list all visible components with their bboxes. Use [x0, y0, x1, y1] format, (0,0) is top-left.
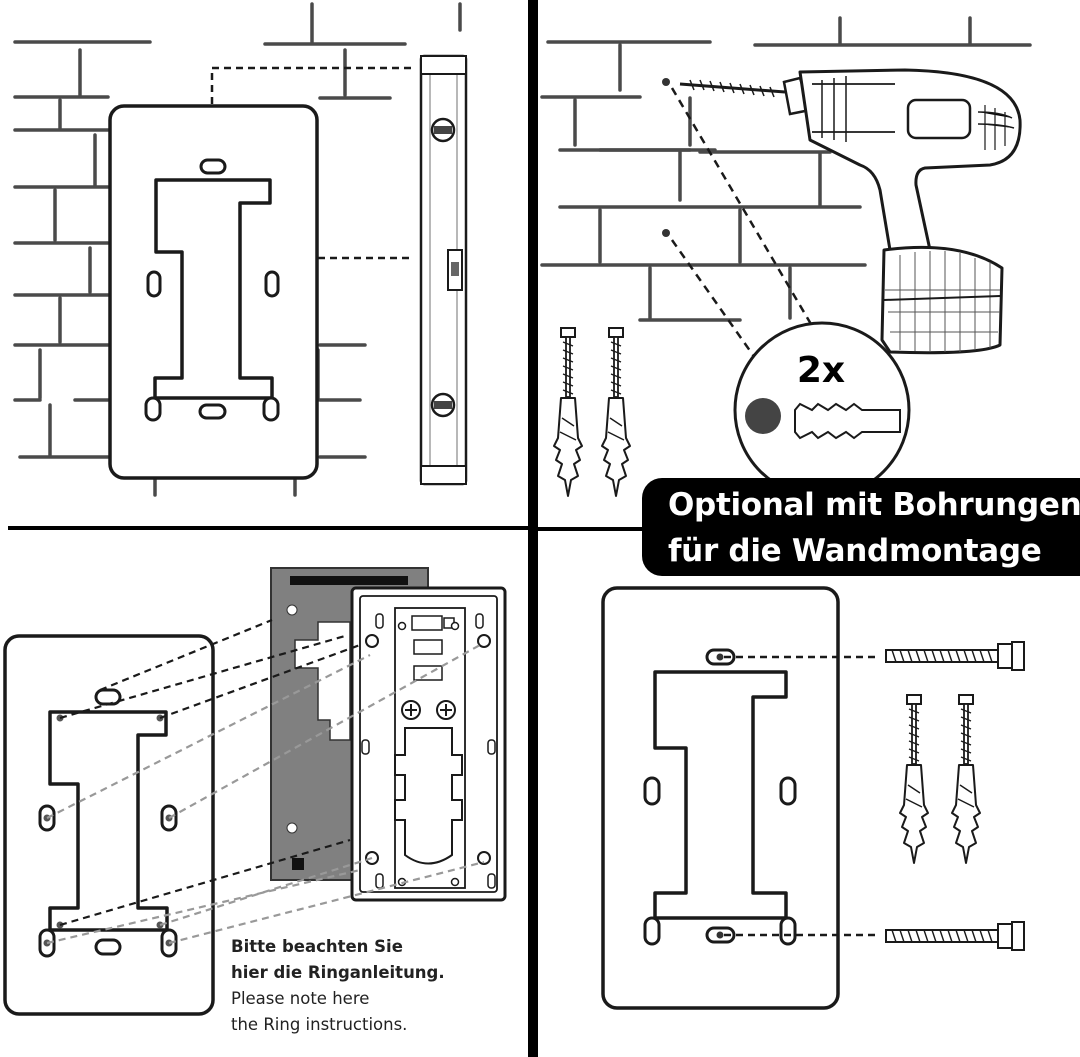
note-de-line-2: hier die Ringanleitung. [231, 963, 445, 982]
panel-bottom-left-ring [3, 567, 507, 1016]
banner-line-2: für die Wandmontage [668, 533, 1042, 569]
panel-bottom-right-screws [601, 586, 1025, 1010]
alignment-lines-ring [46, 618, 485, 945]
drill-hole-bottom [662, 229, 670, 237]
note-en-line-1: Please note here [231, 989, 370, 1008]
wall-mount-banner: Optional mit Bohrungen für die Wandmonta… [642, 478, 1080, 576]
long-screw-top-icon [885, 641, 1025, 671]
mounting-bracket [144, 158, 280, 422]
panel-top-left-leveling [13, 2, 468, 497]
wall-plug-icon [794, 402, 901, 440]
spirit-level-icon [419, 54, 468, 486]
hole-diameter-icon [745, 398, 781, 434]
mounting-bracket-right [643, 648, 797, 946]
alignment-line-top [210, 66, 412, 104]
banner-line-1: Optional mit Bohrungen [668, 487, 1080, 523]
ring-doorbell-backplate [350, 586, 507, 902]
long-screw-bottom-icon [885, 921, 1025, 951]
panel-top-right-drilling [540, 16, 1032, 499]
screw-dowel-pair-bottom [899, 694, 981, 864]
note-en-line-2: the Ring instructions. [231, 1015, 408, 1034]
brick-wall-right [540, 16, 1032, 322]
ring-instructions-note: Bitte beachten Sie hier die Ringanleitun… [231, 934, 521, 1038]
power-drill-icon [679, 68, 1022, 355]
screw-dowel-pair-top [553, 327, 631, 497]
note-de-line-1: Bitte beachten Sie [231, 937, 403, 956]
drill-hole-top [662, 78, 670, 86]
quantity-label: 2x [796, 350, 846, 391]
